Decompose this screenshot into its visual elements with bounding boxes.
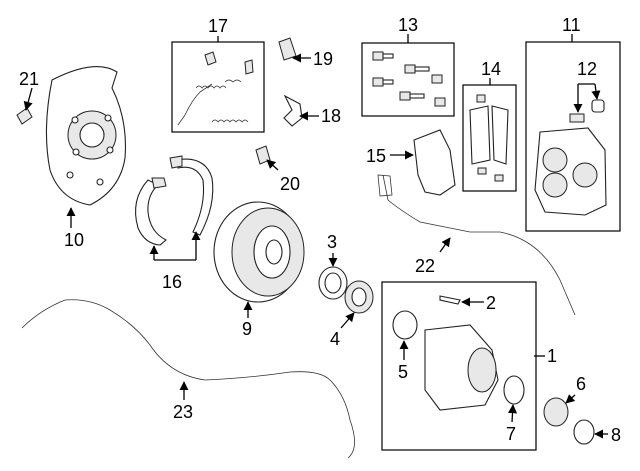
callout-16: 16 <box>162 272 182 292</box>
brake-line <box>382 174 576 316</box>
return-springs <box>177 51 254 126</box>
hub-nut <box>573 419 595 445</box>
callout-5: 5 <box>398 362 408 382</box>
callout-19: 19 <box>313 49 333 69</box>
caliper-pins <box>569 99 605 123</box>
callout-12: 12 <box>577 59 597 79</box>
lever <box>283 94 303 127</box>
caliper-box <box>525 41 621 232</box>
brake-pads <box>469 94 509 182</box>
callout-6: 6 <box>576 374 586 394</box>
parking-brake-shoes <box>135 155 214 246</box>
backing-plate <box>45 66 126 206</box>
callout-4: 4 <box>330 329 340 349</box>
caliper-bolts <box>372 51 446 107</box>
wheel-stud <box>439 295 461 305</box>
callout-14: 14 <box>481 59 501 79</box>
callout-3: 3 <box>327 232 337 252</box>
callout-1: 1 <box>547 346 557 366</box>
brake-rotor <box>213 201 305 303</box>
callout-23: 23 <box>173 402 193 422</box>
spring-kit-box <box>171 41 265 133</box>
brake-line-bracket <box>377 174 393 197</box>
caliper <box>534 127 607 216</box>
callout-8: 8 <box>611 425 621 445</box>
callout-9: 9 <box>242 319 252 339</box>
callout-10: 10 <box>64 230 84 250</box>
wheel-hub <box>424 324 499 411</box>
outer-bearing <box>543 397 569 427</box>
abs-sensor-harness <box>21 299 355 459</box>
retaining-ring <box>503 375 525 405</box>
callout-11: 11 <box>562 15 581 35</box>
callout-15: 15 <box>366 146 386 166</box>
callout-2: 2 <box>486 293 496 313</box>
adjuster-plug <box>16 107 33 125</box>
leader-lines <box>23 34 608 439</box>
callout-18: 18 <box>321 106 341 126</box>
callout-7: 7 <box>506 424 516 444</box>
clip <box>278 37 297 61</box>
callout-20: 20 <box>280 174 300 194</box>
callout-17: 17 <box>208 16 228 36</box>
hub-assembly-box <box>381 281 537 451</box>
callout-22: 22 <box>415 256 435 276</box>
hub-seal <box>392 310 418 340</box>
callout-21: 21 <box>19 69 39 89</box>
caliper-bracket <box>413 129 456 196</box>
callout-13: 13 <box>398 15 418 35</box>
